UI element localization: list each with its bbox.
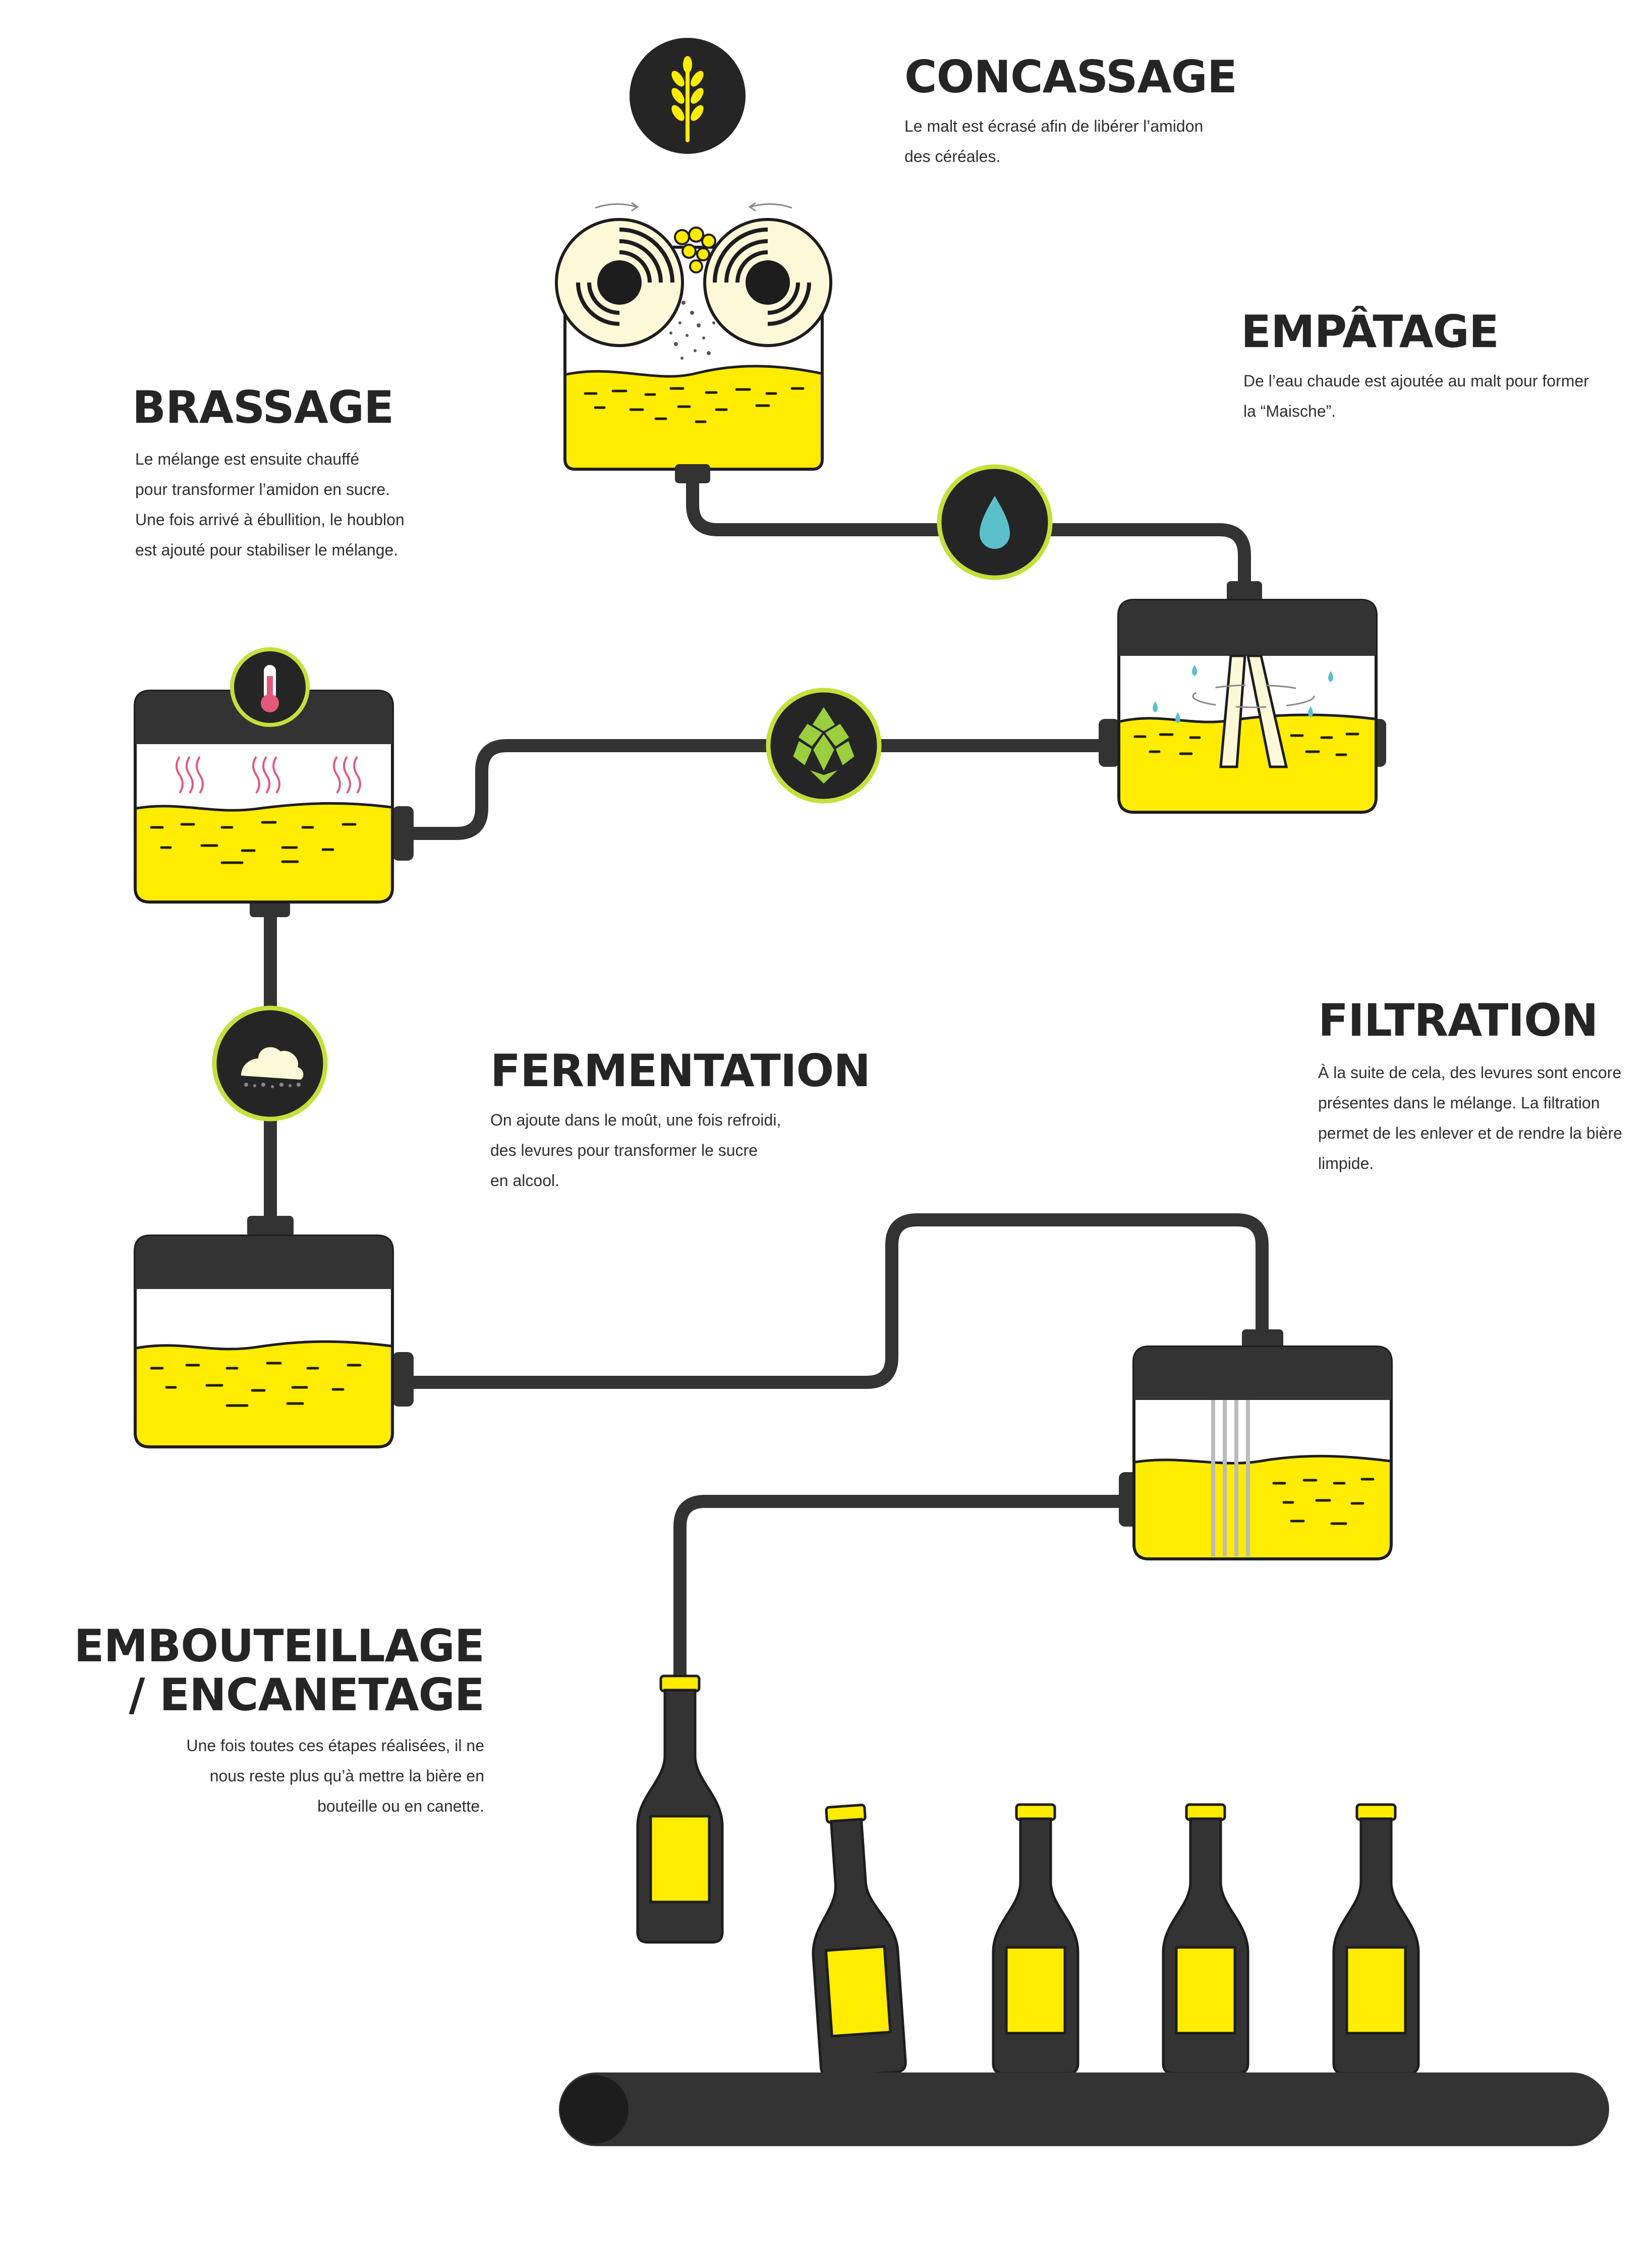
hop-icon <box>766 688 882 804</box>
empatage-title: EMPÂTAGE <box>1241 306 1499 358</box>
heat-waves <box>176 756 361 794</box>
pipe-mash-to-boil <box>405 739 1115 840</box>
embouteillage-description: Une fois toutes ces étapes réalisées, il… <box>186 1736 484 1815</box>
grinder-vessel <box>555 202 832 483</box>
pipe-filter-to-bottle <box>673 1495 1134 1692</box>
crushed-grain-dots <box>669 301 715 360</box>
brassage-description: Le mélange est ensuite chauffé pour tran… <box>135 450 405 559</box>
grinder-grain-marks <box>584 387 805 423</box>
pipes <box>264 478 1269 1692</box>
bottle-1 <box>812 1804 907 2078</box>
right-roller <box>703 218 832 347</box>
concassage-description: Le malt est écrasé afin de libérer l’ami… <box>904 117 1204 165</box>
embouteillage-title: EMBOUTEILLAGE / ENCANETAGE <box>74 1620 485 1721</box>
conveyor-belt <box>559 2072 1609 2146</box>
fermentation-description: On ajoute dans le moût, une fois refroid… <box>490 1111 781 1190</box>
grinder-beer-fill <box>566 366 821 468</box>
water-drop-icon <box>937 464 1053 580</box>
mash-paddle <box>1219 654 1246 768</box>
filter-rods <box>1211 1400 1250 1556</box>
bottle-4 <box>1332 1803 1420 2075</box>
filter-vessel <box>1119 1329 1393 1560</box>
fermentation-title: FERMENTATION <box>490 1045 871 1097</box>
fermenter-vessel <box>134 1216 414 1448</box>
pipe-ferment-to-filter <box>405 1213 1269 1389</box>
pouring-bottle <box>636 1674 724 1944</box>
yeast-icon <box>212 1005 328 1122</box>
thermometer-icon <box>230 647 310 727</box>
wheat-icon <box>630 38 746 154</box>
bottle-3 <box>1162 1803 1249 2075</box>
grinder-outlet <box>675 464 710 483</box>
filtration-description: À la suite de cela, des levures sont enc… <box>1318 1063 1623 1172</box>
grain-pile <box>674 227 716 273</box>
bottle-2 <box>992 1803 1079 2075</box>
brassage-title: BRASSAGE <box>132 381 394 433</box>
concassage-title: CONCASSAGE <box>904 51 1237 103</box>
rotation-arrows <box>595 202 792 212</box>
mash-tun-vessel <box>1099 581 1386 814</box>
left-roller <box>555 218 684 347</box>
water-droplets <box>1153 665 1333 723</box>
filtration-title: FILTRATION <box>1318 994 1599 1046</box>
empatage-description: De l’eau chaude est ajoutée au malt pour… <box>1243 372 1589 420</box>
